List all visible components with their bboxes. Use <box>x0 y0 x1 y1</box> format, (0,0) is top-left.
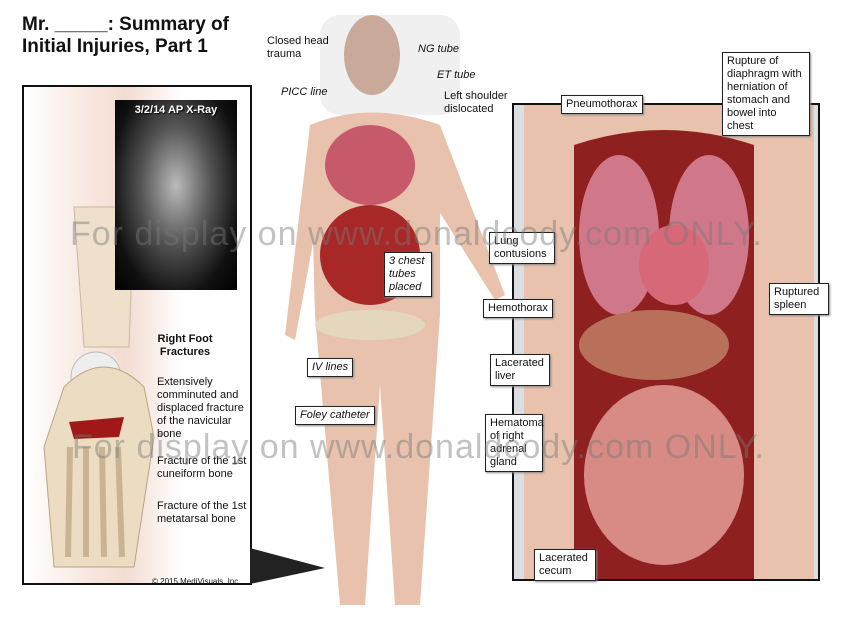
hemothorax-label: Hemothorax <box>483 299 553 318</box>
torso-detail-panel <box>512 103 820 581</box>
et-tube-label: ET tube <box>437 69 476 81</box>
callout-pointer <box>250 548 325 584</box>
watermark: For display on www.donaldcody.com ONLY. <box>72 428 765 466</box>
picc-line-label: PICC line <box>281 86 328 98</box>
foot-heading: Right Foot Fractures <box>157 333 213 358</box>
pneumothorax-label: Pneumothorax <box>561 95 643 114</box>
diaphragm-rupture-label: Rupture of diaphragm with herniation of … <box>722 52 810 136</box>
shoulder-label: Left shoulder dislocated <box>444 90 508 115</box>
ng-tube-label: NG tube <box>418 43 459 55</box>
adrenal-hematoma-label: Hematoma of right adrenal gland <box>485 414 544 472</box>
copyright: © 2015 MediVisuals, Inc. <box>152 577 241 586</box>
watermark: For display on www.donaldcody.com ONLY. <box>70 215 763 253</box>
torso-illustration <box>524 105 814 579</box>
foley-catheter-label: Foley catheter <box>295 406 375 425</box>
lung-contusions-label: Lung contusions <box>489 232 555 264</box>
cuneiform-fracture-label: Fracture of the 1st cuneiform bone <box>157 455 247 480</box>
ruptured-spleen-label: Ruptured spleen <box>769 283 829 315</box>
lacerated-cecum-label: Lacerated cecum <box>534 549 596 581</box>
xray-image: 3/2/14 AP X-Ray <box>115 100 237 290</box>
lacerated-liver-label: Lacerated liver <box>490 354 550 386</box>
page-title: Mr. _____: Summary of Initial Injuries, … <box>22 14 229 57</box>
iv-lines-label: IV lines <box>307 358 354 377</box>
closed-head-label: Closed head trauma <box>267 35 329 60</box>
metatarsal-fracture-label: Fracture of the 1st metatarsal bone <box>157 500 247 525</box>
xray-title: 3/2/14 AP X-Ray <box>134 104 218 116</box>
chest-tubes-label: 3 chest tubes placed <box>384 252 432 297</box>
navicular-fracture-label: Extensively comminuted and displaced fra… <box>157 376 244 440</box>
